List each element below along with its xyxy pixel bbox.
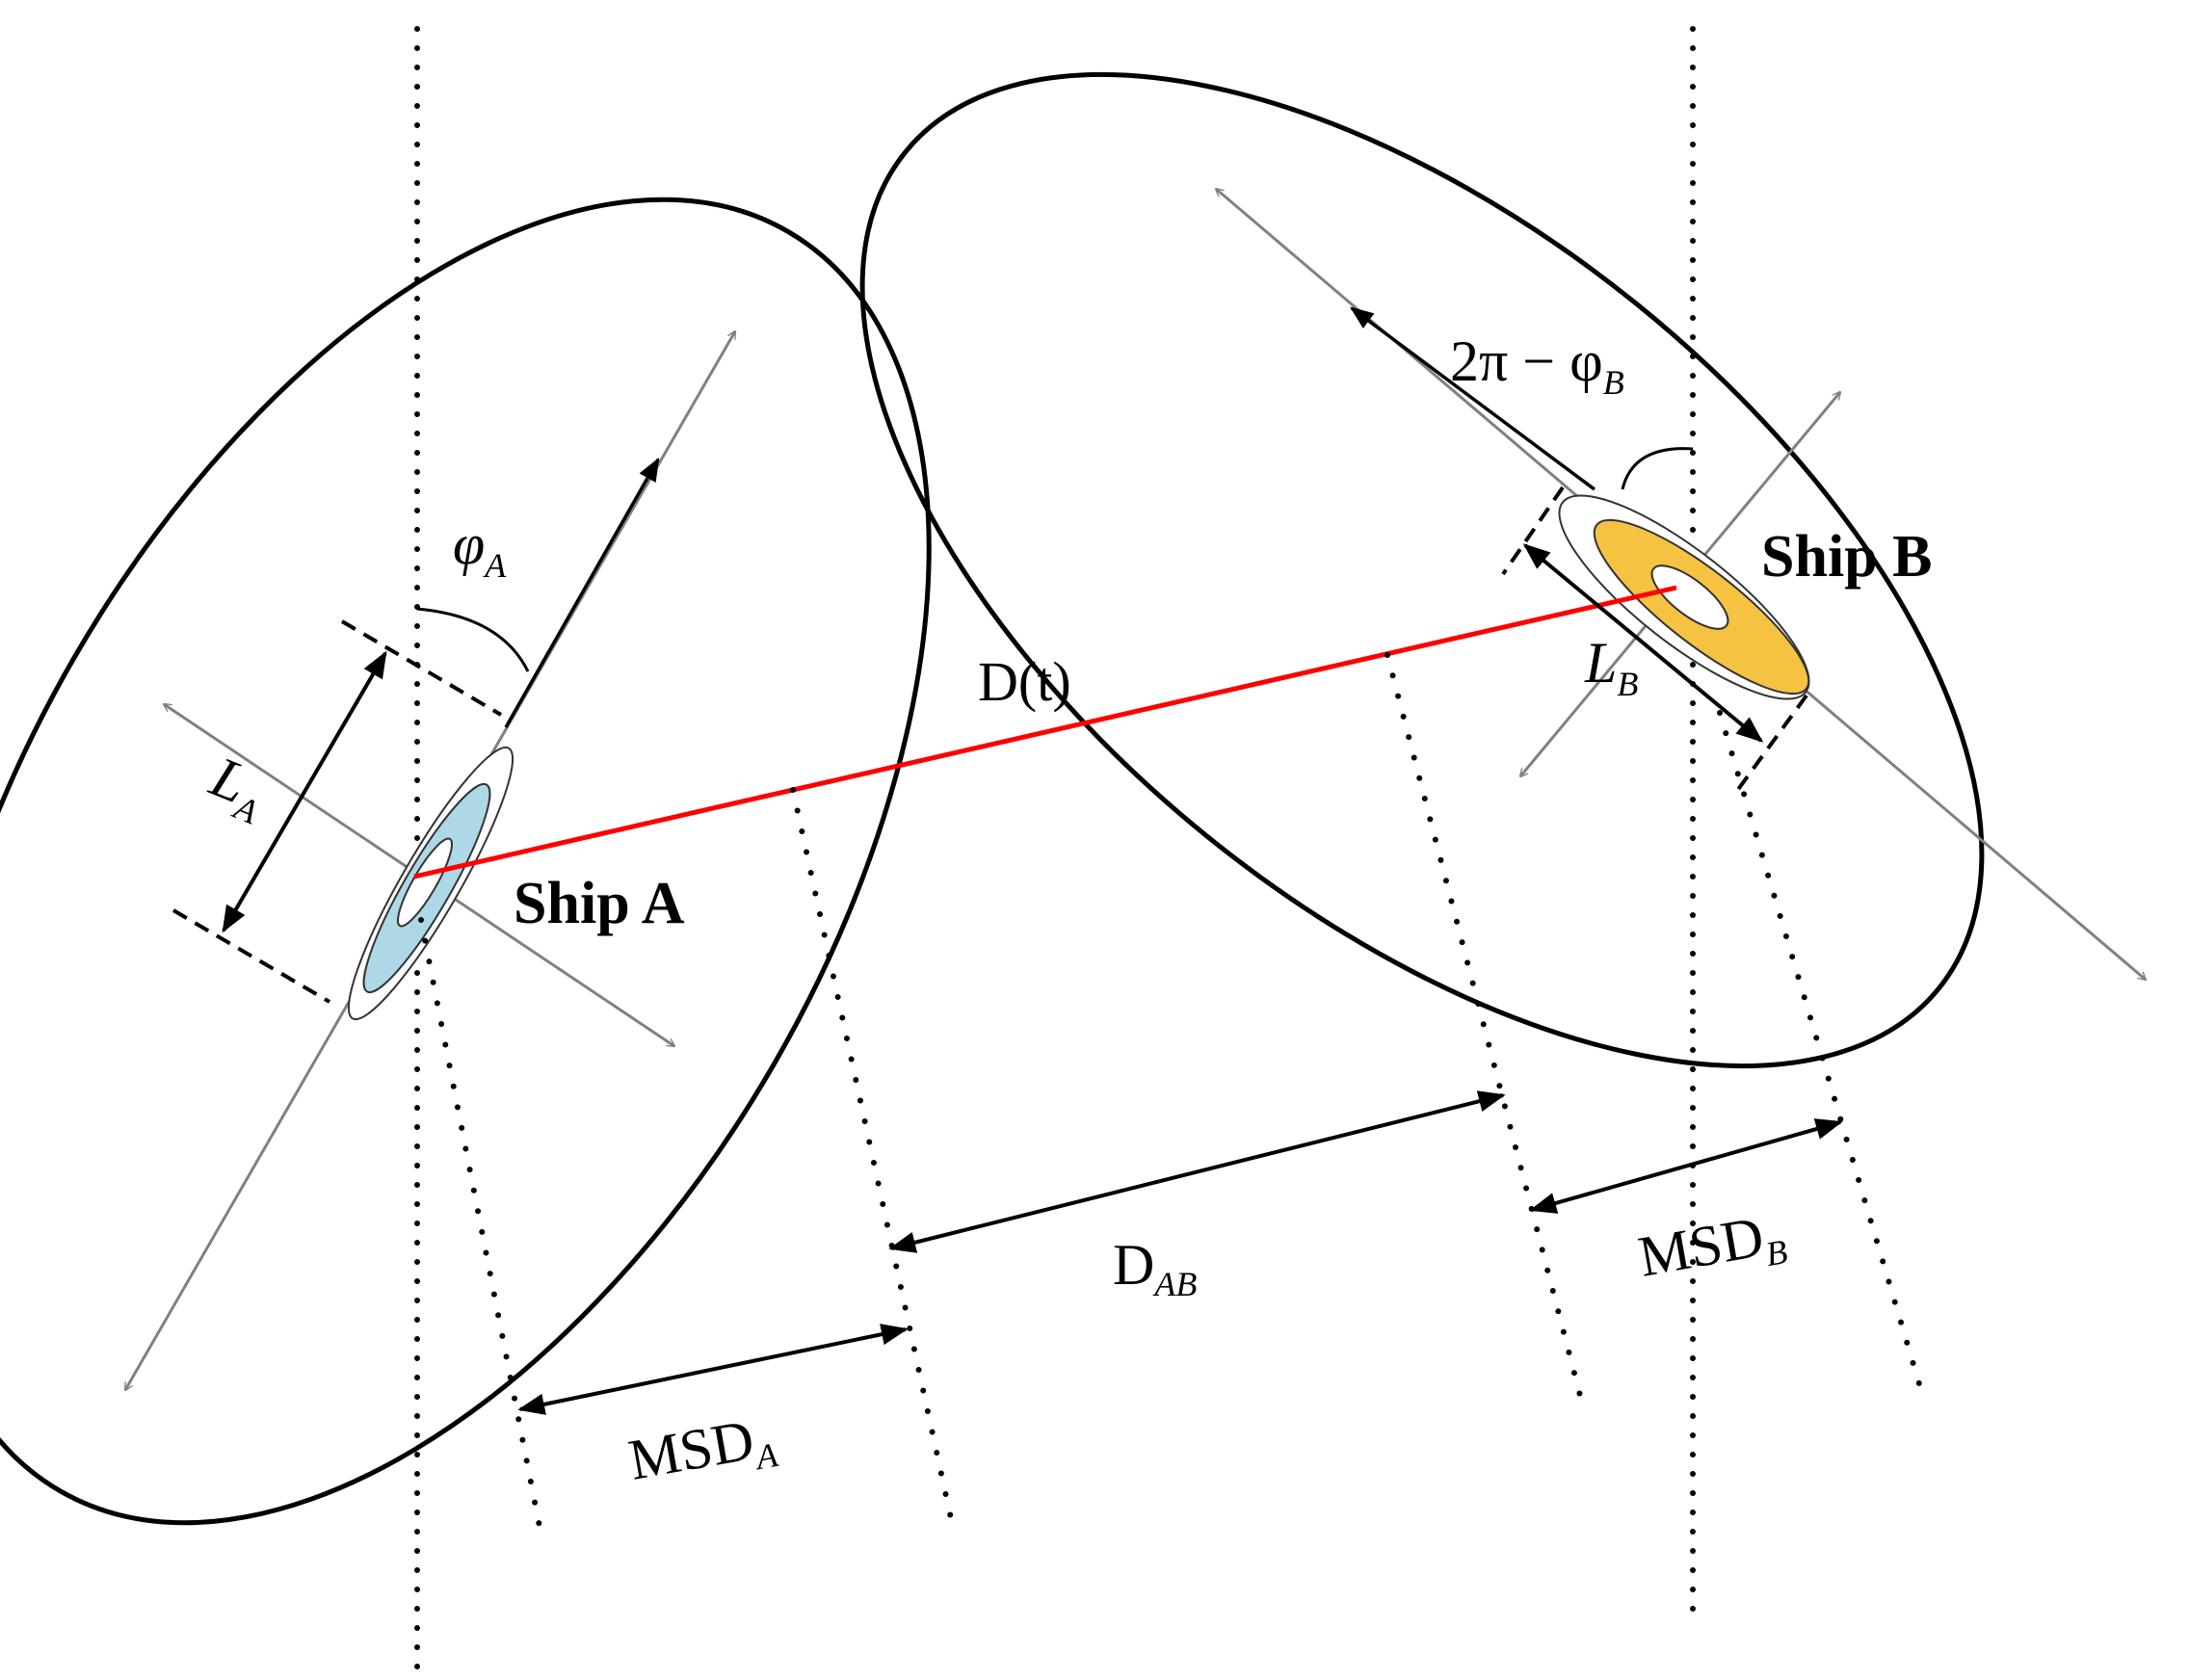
distance-ab-label: DAB [1113, 1233, 1197, 1303]
ship-b-heading-label: 2π − φB [1450, 329, 1624, 402]
distance-line-dt [413, 585, 1677, 879]
ship-b-domain-ellipse [859, 72, 1985, 1068]
ship-a-hull [347, 746, 514, 1021]
ship-b-length-tick-top [1501, 486, 1565, 576]
ship-b-hull [1558, 494, 1810, 700]
msd-b-label: MSDB [1634, 1200, 1790, 1295]
ship-b-length-arrow [1522, 543, 1764, 743]
ship-a-length-arrow [222, 650, 387, 933]
ship-a-heading-arrow [504, 457, 660, 728]
msd-a-arrow [517, 1324, 909, 1415]
dab-arrow [888, 1090, 1506, 1253]
msd-a-label: MSDA [624, 1404, 781, 1498]
ship-a-label: Ship A [514, 871, 685, 936]
svg-text:MSDB: MSDB [1634, 1200, 1790, 1295]
svg-text:LA: LA [198, 744, 277, 831]
ship-a-heading-arc [416, 607, 530, 672]
ship-a-length-tick-bottom [171, 908, 331, 1004]
ship-b-heading-arrow [1350, 306, 1596, 491]
projection-line-1 [418, 917, 544, 1539]
projection-line-4 [1717, 710, 1923, 1390]
msd-b-arrow [1529, 1118, 1843, 1214]
svg-text:MSDA: MSDA [624, 1404, 781, 1498]
distance-time-label: D(t) [978, 650, 1071, 713]
ship-a-length-tick-top [340, 619, 503, 717]
ship-a-domain-ellipse [0, 197, 932, 1526]
ship-b-length-label: LB [1584, 631, 1638, 703]
ship-b-length-tick-bottom [1732, 694, 1808, 797]
ship-b-heading-arc [1621, 447, 1694, 490]
projection-line-3 [1385, 652, 1586, 1409]
projection-line-2 [790, 787, 957, 1535]
ship-a-length-label: LA [198, 744, 277, 831]
ship-b-label: Ship B [1761, 524, 1933, 590]
ship-a-heading-label: φA [453, 512, 507, 585]
